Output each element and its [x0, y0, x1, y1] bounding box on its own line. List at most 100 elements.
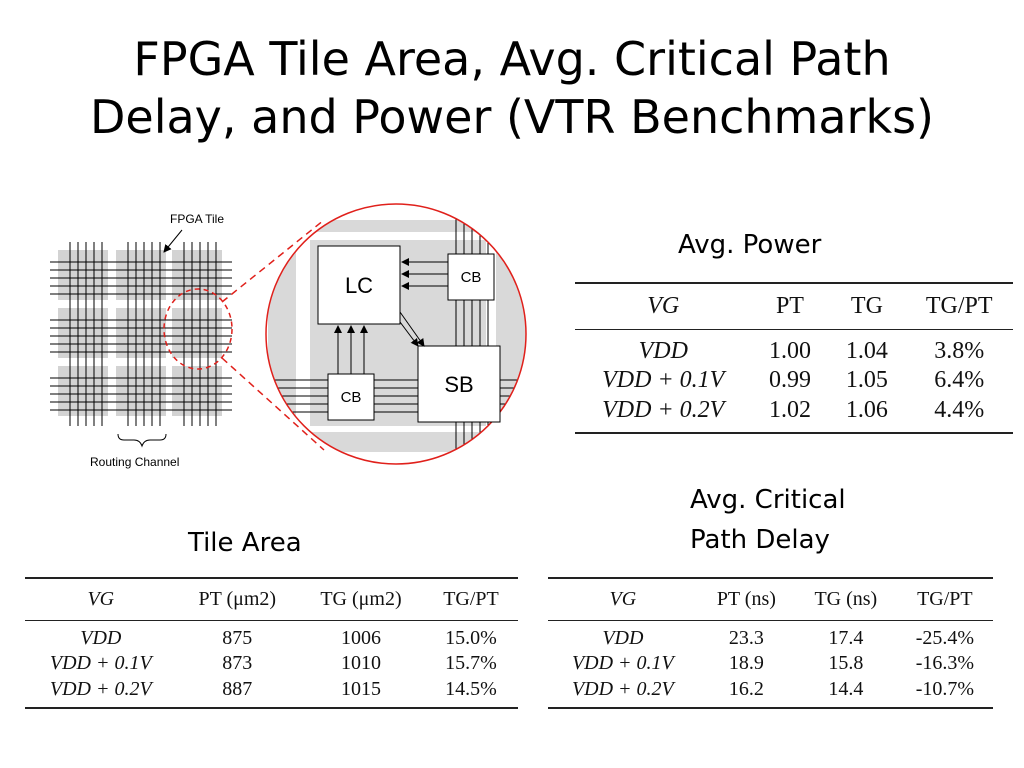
table-cell: -25.4%	[915, 626, 975, 649]
logic-cluster-block	[317, 245, 401, 325]
tile-block	[172, 366, 222, 416]
routing-channel-label: Routing Channel	[90, 455, 179, 469]
header-cell: PT (ns)	[716, 587, 776, 610]
header-cell: TG/PT	[925, 292, 993, 319]
power-caption: Avg. Power	[678, 230, 822, 260]
tile-block	[116, 308, 166, 358]
tile-block	[172, 308, 222, 358]
tile-block	[116, 366, 166, 416]
table-cell: 1.05	[845, 367, 888, 393]
switch-block	[417, 345, 501, 423]
logic-cluster-label: LC	[345, 273, 373, 298]
table-cell: VDD + 0.1V	[571, 652, 674, 674]
table-cell: 873	[222, 652, 253, 674]
table-cell: 875	[222, 626, 253, 649]
table-cell: VDD + 0.1V	[49, 652, 152, 674]
header-cell: VG	[87, 587, 115, 610]
switch-block-label: SB	[444, 372, 473, 397]
table-row: VDD + 0.2V 16.2 14.4 -10.7%	[548, 678, 993, 708]
cb-top-to-lc-arrows	[401, 258, 448, 290]
zoom-circle-outline	[265, 203, 527, 465]
connection-block-bottom-label: CB	[341, 389, 362, 406]
fpga-tile-label: FPGA Tile	[170, 212, 224, 226]
table-cell: 18.9	[728, 652, 764, 674]
table-cell: 15.8	[828, 652, 864, 674]
lc-to-sb-arrows	[399, 311, 425, 347]
connection-block-top	[447, 253, 495, 301]
table-cell: 1010	[340, 652, 381, 674]
tile-block	[116, 250, 166, 300]
header-cell: PT	[775, 292, 804, 319]
header-cell: TG	[850, 292, 883, 319]
table-cell: 3.8%	[934, 337, 985, 364]
header-cell: TG/PT	[443, 587, 499, 610]
table-row: VDD 1.00 1.04 3.8%	[575, 329, 1013, 365]
table-cell: -16.3%	[915, 652, 975, 674]
header-cell: TG (μm2)	[320, 587, 402, 610]
table-cell: 1.02	[768, 396, 811, 423]
delay-caption-line-1: Avg. Critical	[690, 485, 846, 515]
connection-block-top-label: CB	[461, 269, 482, 286]
table-cell: 14.5%	[445, 677, 497, 700]
zoom-line-top	[221, 219, 325, 303]
slide-title-line-2: Delay, and Power (VTR Benchmarks)	[89, 90, 935, 144]
table-cell: VDD + 0.1V	[602, 367, 725, 393]
table-header-row: VG PT (ns) TG (ns) TG/PT	[548, 578, 993, 620]
table-cell: -10.7%	[915, 677, 975, 700]
connection-block-bottom	[327, 373, 375, 421]
header-cell: PT (μm2)	[198, 587, 277, 610]
area-caption: Tile Area	[188, 528, 302, 558]
table-cell: VDD + 0.2V	[571, 677, 674, 700]
delay-table: VG PT (ns) TG (ns) TG/PT VDD 23.3 17.4 -…	[548, 577, 993, 709]
header-cell: VG	[609, 587, 637, 610]
fpga-tile-pointer-arrow	[163, 229, 183, 253]
table-cell: VDD	[638, 337, 688, 364]
table-cell: VDD + 0.2V	[49, 677, 152, 700]
routing-channel-brace	[117, 433, 167, 448]
fpga-tile-diagram: FPGA Tile Routing Channel LC	[50, 203, 527, 469]
table-header-row: VG PT (μm2) TG (μm2) TG/PT	[25, 578, 518, 620]
tile-block	[58, 308, 108, 358]
table-cell: 15.7%	[445, 652, 497, 674]
header-cell: TG (ns)	[814, 587, 878, 610]
zoom-line-bottom	[221, 357, 325, 451]
header-cell: VG	[647, 292, 680, 319]
table-cell: 0.99	[768, 367, 811, 393]
delay-caption: Avg. Critical Path Delay	[690, 480, 846, 560]
table-cell: VDD	[80, 626, 122, 649]
tile-block	[172, 250, 222, 300]
tile-block	[58, 250, 108, 300]
power-table: VG PT TG TG/PT VDD 1.00 1.04 3.8% VDD + …	[575, 282, 1013, 434]
header-cell: TG/PT	[917, 587, 973, 610]
table-cell: 4.4%	[934, 396, 985, 423]
table-row: VDD 875 1006 15.0%	[25, 620, 518, 650]
slide-title-line-1: FPGA Tile Area, Avg. Critical Path	[133, 32, 891, 86]
table-cell: 1.00	[768, 337, 811, 364]
cb-bottom-to-lc-arrows	[334, 325, 368, 374]
table-header-row: VG PT TG TG/PT	[575, 283, 1013, 329]
table-row: VDD + 0.1V 873 1010 15.7%	[25, 650, 518, 678]
area-table: VG PT (μm2) TG (μm2) TG/PT VDD 875 1006 …	[25, 577, 518, 709]
table-cell: 1.06	[845, 396, 888, 423]
table-cell: 16.2	[728, 677, 764, 700]
table-cell: 15.0%	[445, 626, 497, 649]
slide-title: FPGA Tile Area, Avg. Critical Path Delay…	[0, 30, 1024, 146]
table-row: VDD 23.3 17.4 -25.4%	[548, 620, 993, 650]
table-row: VDD + 0.1V 0.99 1.05 6.4%	[575, 365, 1013, 397]
tile-highlight-ellipse	[163, 288, 233, 370]
table-row: VDD + 0.1V 18.9 15.8 -16.3%	[548, 650, 993, 678]
table-cell: 1006	[340, 626, 381, 649]
table-cell: 23.3	[728, 626, 764, 649]
table-cell: 1.04	[845, 337, 888, 364]
table-cell: 6.4%	[934, 367, 985, 393]
table-cell: 1015	[340, 677, 381, 700]
table-cell: 17.4	[828, 626, 864, 649]
table-row: VDD + 0.2V 1.02 1.06 4.4%	[575, 397, 1013, 433]
tile-block	[58, 366, 108, 416]
table-row: VDD + 0.2V 887 1015 14.5%	[25, 678, 518, 708]
table-cell: VDD	[602, 626, 644, 649]
table-cell: VDD + 0.2V	[602, 396, 725, 423]
table-cell: 14.4	[828, 677, 864, 700]
tile-grid	[50, 242, 232, 426]
table-cell: 887	[222, 677, 253, 700]
